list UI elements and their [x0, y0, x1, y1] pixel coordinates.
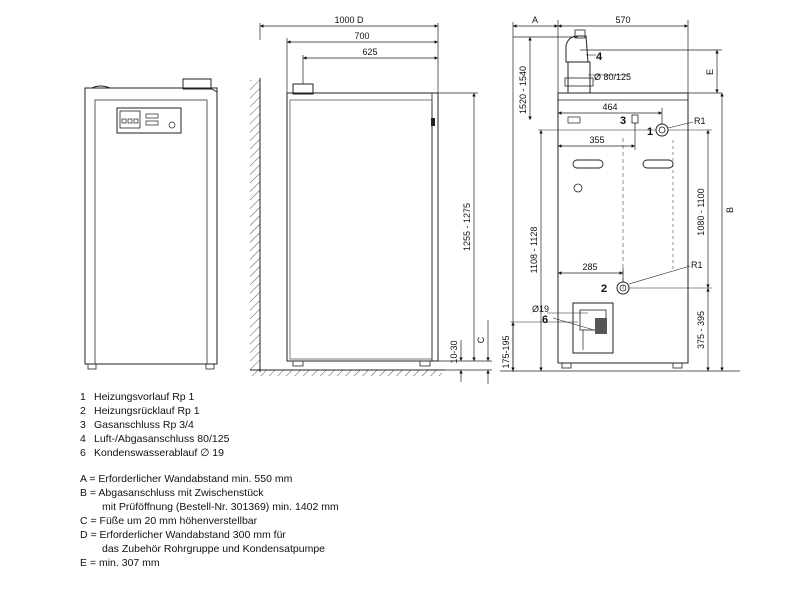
- dim-dia19: Ø19: [532, 304, 549, 314]
- dim-1520-1540: 1520 - 1540: [518, 66, 528, 114]
- rear-foot-left: [561, 362, 572, 369]
- rear-hole: [573, 183, 583, 193]
- dim-1080-1100: 1080 - 1100: [696, 188, 706, 235]
- control-panel: [116, 107, 182, 134]
- dim-570: 570: [615, 15, 630, 25]
- flue-adapter: [564, 77, 594, 87]
- side-panel-inner: [289, 99, 433, 360]
- front-inner-panel: [94, 99, 208, 365]
- dim-c: C: [476, 336, 486, 343]
- rear-handle-left: [572, 159, 604, 169]
- dim-700: 700: [354, 31, 369, 41]
- callout-4: 4: [596, 51, 603, 63]
- note-d-cont: das Zubehör Rohrgruppe und Kondensatpump…: [102, 543, 325, 555]
- gas-connection: [631, 114, 639, 128]
- dim-b: B: [725, 207, 735, 213]
- front-top-cap: [85, 85, 218, 93]
- callout-2: 2: [601, 283, 607, 295]
- rear-cabinet: [557, 92, 689, 364]
- dim-375-395: 375 - 395: [696, 311, 706, 349]
- side-hinge: [431, 118, 435, 126]
- note-d: D = Erforderlicher Wandabstand 300 mm fü…: [80, 529, 286, 541]
- r1-top-label: R1: [694, 116, 706, 126]
- note-b-cont: mit Prüföffnung (Bestell-Nr. 301369) min…: [102, 501, 339, 513]
- side-foot-right: [419, 360, 431, 367]
- callout-3: 3: [620, 115, 626, 127]
- flue-nozzle: [574, 29, 586, 39]
- dim-625: 625: [362, 47, 377, 57]
- dim-dia-80-125: Ø 80/125: [594, 72, 631, 82]
- rear-label-plate: [567, 116, 581, 124]
- dim-a: A: [532, 15, 538, 25]
- dim-10-30: 10-30: [449, 340, 459, 363]
- dim-285: 285: [582, 262, 597, 272]
- dim-1000d: 1000 D: [334, 15, 364, 25]
- callout-1: 1: [647, 126, 653, 138]
- rear-handle-right: [642, 159, 674, 169]
- dim-e: E: [705, 69, 715, 75]
- floor-hatch: [252, 370, 442, 376]
- side-foot-left: [292, 360, 304, 367]
- note-e: E = min. 307 mm: [80, 557, 160, 569]
- flue-elbow: [565, 35, 589, 63]
- note-a: A = Erforderlicher Wandabstand min. 550 …: [80, 473, 293, 485]
- side-cabinet: [286, 92, 439, 362]
- callout-6: 6: [542, 314, 548, 326]
- front-flue-collar: [182, 78, 212, 90]
- front-view: [84, 78, 218, 370]
- front-foot-left: [87, 363, 97, 370]
- side-view: 1000 D 700 625 1255 - 1275 10-30 C: [250, 15, 492, 384]
- note-c: C = Füße um 20 mm höhenverstellbar: [80, 515, 258, 527]
- r1-bottom-label: R1: [691, 260, 703, 270]
- condensate-box: [572, 302, 614, 354]
- front-cabinet: [84, 87, 218, 365]
- flue-pipe: [567, 61, 591, 94]
- control-buttons: [121, 113, 176, 129]
- control-display: [119, 110, 141, 129]
- dim-355: 355: [589, 135, 604, 145]
- side-wall-hatch: [250, 80, 260, 370]
- rear-view: A 570 E 1520 - 1540 Ø 80/125 464 355 285…: [500, 15, 740, 372]
- dim-464: 464: [602, 102, 617, 112]
- flow-connection: [655, 123, 669, 137]
- front-foot-right: [205, 363, 215, 370]
- dim-1108-1128: 1108 - 1128: [529, 227, 539, 274]
- rear-foot-right: [672, 362, 683, 369]
- note-b: B = Abgasanschluss mit Zwischenstück: [80, 487, 264, 499]
- dim-1255-1275: 1255 - 1275: [462, 203, 472, 251]
- dim-175-195: 175-195: [501, 335, 511, 368]
